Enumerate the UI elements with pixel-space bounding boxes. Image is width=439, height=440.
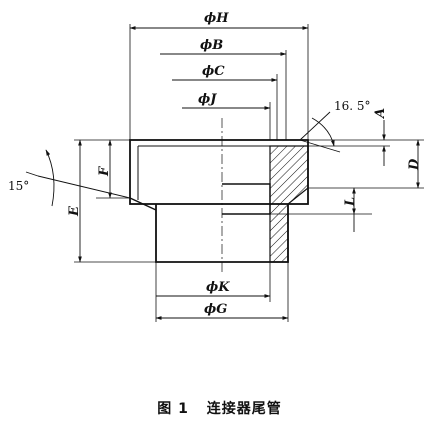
arc-15: [45, 149, 55, 207]
figure-caption: 图 1 连接器尾管: [0, 398, 439, 418]
extension-lines: [74, 24, 424, 322]
label-l: L: [343, 197, 358, 207]
label-d: D: [407, 158, 422, 171]
arc-16-5: [311, 117, 335, 147]
label-angle-15: 15°: [8, 179, 29, 193]
label-f: F: [97, 166, 112, 177]
leader-15: [37, 175, 131, 199]
label-phi-g: ϕG: [204, 302, 227, 317]
leader-16-5: [299, 111, 331, 141]
label-angle-16-5: 16. 5°: [334, 99, 371, 113]
label-e: E: [67, 205, 82, 217]
label-phi-h: ϕH: [204, 11, 229, 26]
label-phi-j: ϕJ: [198, 92, 217, 107]
label-phi-c: ϕC: [202, 64, 225, 79]
label-a: A: [373, 108, 388, 120]
dimension-lines: [25, 26, 420, 320]
figure-number: 图 1: [157, 401, 189, 417]
label-phi-k: ϕK: [206, 280, 230, 295]
label-phi-b: ϕB: [200, 38, 223, 53]
figure-title: 连接器尾管: [206, 401, 282, 417]
